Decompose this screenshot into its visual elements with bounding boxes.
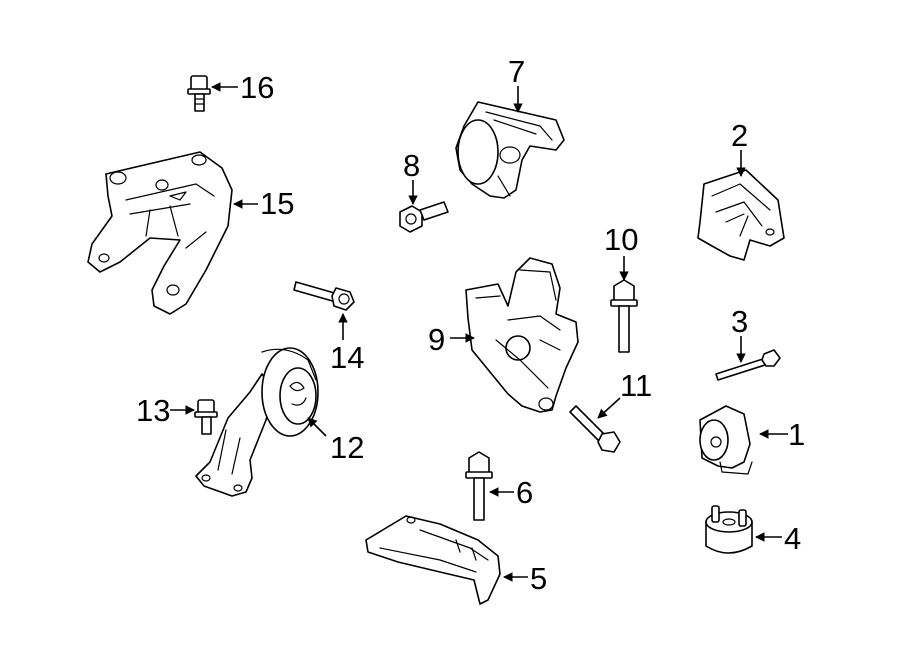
callout-10: 10	[604, 222, 638, 281]
callout-12-label: 12	[330, 430, 364, 465]
callout-11: 11	[597, 368, 652, 419]
callout-6-label: 6	[516, 475, 533, 510]
callout-4-label: 4	[784, 521, 801, 556]
callout-1-label: 1	[788, 417, 805, 452]
callout-2-label: 2	[731, 118, 748, 153]
callout-8: 8	[403, 148, 420, 205]
callout-1: 1	[759, 417, 805, 452]
part-3-bolt	[715, 349, 781, 381]
callout-11-label: 11	[620, 368, 652, 403]
callout-14: 14	[330, 313, 364, 375]
callout-3: 3	[731, 304, 748, 363]
callout-16: 16	[211, 70, 274, 105]
callout-16-label: 16	[240, 70, 274, 105]
part-5-shield	[365, 515, 501, 605]
callout-15: 15	[233, 186, 294, 221]
callout-12: 12	[307, 417, 364, 465]
callout-14-label: 14	[330, 340, 364, 375]
callout-2: 2	[731, 118, 748, 177]
callout-10-label: 10	[604, 222, 638, 257]
part-9-bracket	[465, 257, 579, 413]
part-1-mount	[699, 405, 753, 475]
part-11-bolt	[569, 405, 621, 453]
part-14-bolt	[293, 281, 355, 311]
part-7-mount	[455, 101, 565, 199]
callout-8-label: 8	[403, 148, 420, 183]
callout-9: 9	[428, 322, 475, 357]
callout-13: 13	[136, 393, 195, 428]
callout-4: 4	[755, 521, 801, 556]
callout-5: 5	[503, 561, 547, 596]
part-12-mount	[195, 347, 319, 497]
part-16-bolt	[187, 75, 211, 112]
callout-15-label: 15	[260, 186, 294, 221]
part-15-bracket	[87, 151, 233, 315]
part-6-bolt	[465, 451, 493, 521]
part-2-bracket	[697, 169, 785, 261]
callout-5-label: 5	[530, 561, 547, 596]
callout-13-label: 13	[136, 393, 170, 428]
callout-6: 6	[489, 475, 533, 510]
part-4-isolator	[705, 505, 753, 554]
callout-9-label: 9	[428, 322, 445, 357]
callout-7: 7	[508, 54, 525, 113]
part-10-bolt	[610, 279, 638, 353]
callout-3-label: 3	[731, 304, 748, 339]
part-8-bolt	[399, 201, 449, 233]
part-13-bolt	[194, 399, 218, 435]
callout-7-label: 7	[508, 54, 525, 89]
